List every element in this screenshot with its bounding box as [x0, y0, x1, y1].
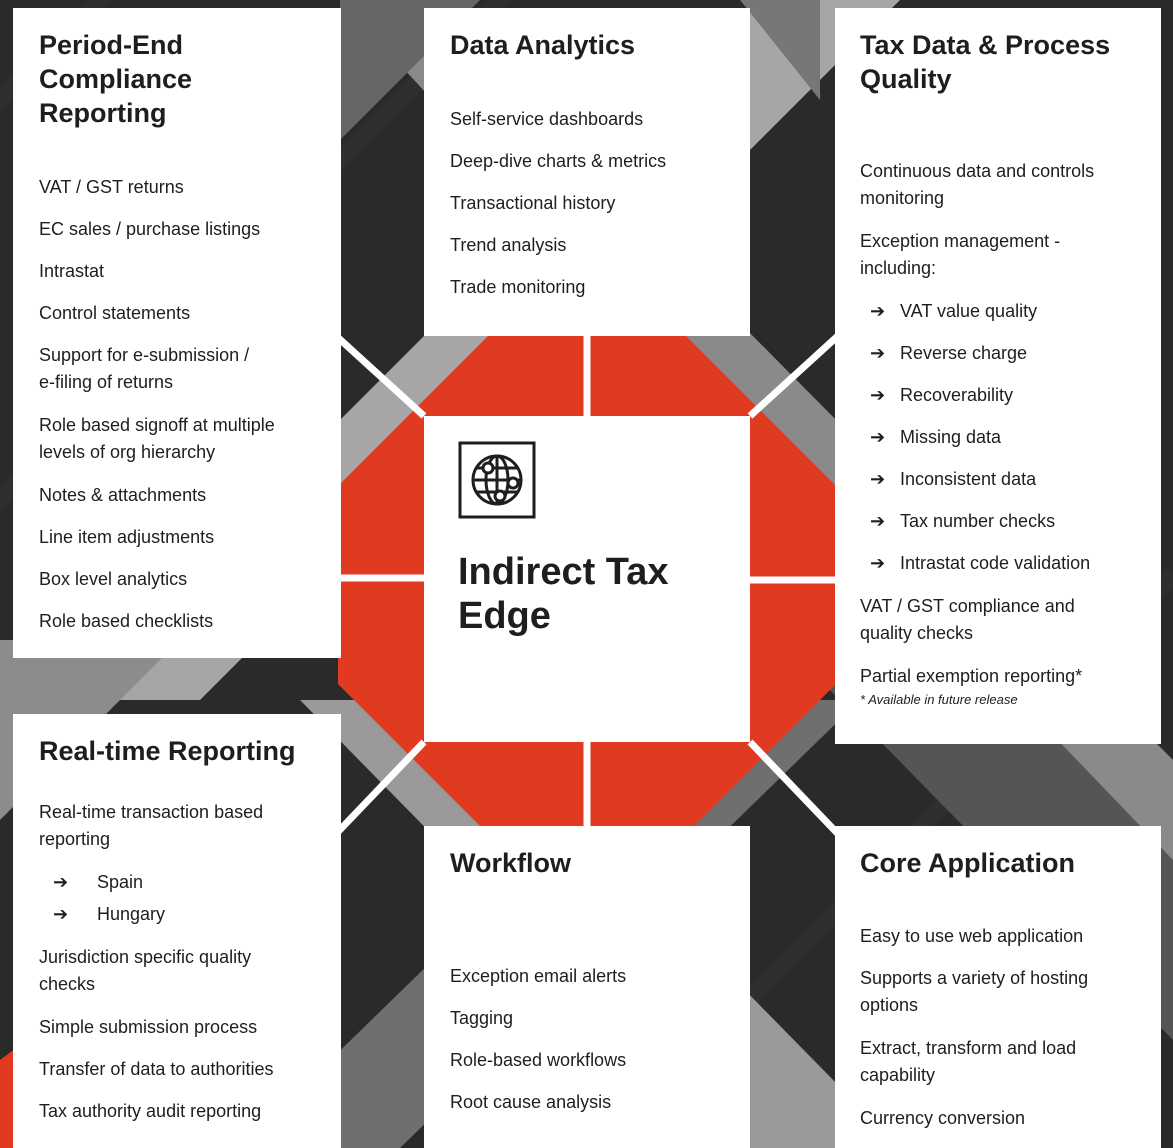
list-item: Extract, transform and load: [860, 1038, 1077, 1058]
list-item: Continuous data and controls: [860, 161, 1095, 181]
sub-item-label: Missing data: [900, 427, 1002, 447]
list-item: Transfer of data to authorities: [39, 1059, 274, 1079]
sub-item-label: Inconsistent data: [900, 469, 1037, 489]
list-item: options: [860, 995, 919, 1015]
sub-list-item: ➔ VAT value quality: [860, 299, 1037, 323]
sub-list-item: ➔ Missing data: [860, 425, 1001, 449]
list-item: capability: [860, 1065, 936, 1085]
list-item: Notes & attachments: [39, 485, 207, 505]
list-item: Trade monitoring: [450, 277, 586, 297]
list-item: quality checks: [860, 623, 974, 643]
core-app-title: Core Application: [860, 848, 1076, 878]
center-title: Indirect Tax Edge: [458, 550, 668, 638]
list-item: Deep-dive charts & metrics: [450, 151, 667, 171]
list-item: Role based checklists: [39, 611, 214, 631]
realtime-title: Real-time Reporting: [39, 736, 296, 766]
arrow-icon: ➔: [870, 511, 886, 531]
list-item: including:: [860, 258, 937, 278]
arrow-icon: ➔: [53, 904, 69, 924]
arrow-icon: ➔: [870, 343, 886, 363]
list-item: Exception management -: [860, 231, 1061, 251]
arrow-icon: ➔: [870, 301, 886, 321]
arrow-icon: ➔: [53, 872, 69, 892]
list-item: Supports a variety of hosting: [860, 968, 1089, 988]
sub-item-label: Spain: [97, 872, 144, 892]
period-end-title-line: Compliance: [39, 64, 193, 94]
list-item: Transactional history: [450, 193, 616, 213]
sub-list-item: ➔ Intrastat code validation: [860, 551, 1090, 575]
future-release-note: * Available in future release: [860, 692, 1018, 707]
list-item: levels of org hierarchy: [39, 442, 216, 462]
arrow-icon: ➔: [870, 469, 886, 489]
sub-list-item: ➔ Reverse charge: [860, 341, 1027, 365]
sub-list-item: ➔ Spain: [39, 870, 143, 894]
arrow-icon: ➔: [870, 385, 886, 405]
list-item: Jurisdiction specific quality: [39, 947, 252, 967]
period-end-title: Period-End Compliance Reporting: [39, 28, 192, 130]
list-item: Role based signoff at multiple: [39, 415, 275, 435]
center-card: Indirect Tax Edge: [424, 416, 750, 742]
tax-quality-title-line: Quality: [860, 64, 952, 94]
tax-quality-title: Tax Data & Process Quality: [860, 28, 1110, 96]
realtime-card: Real-time Reporting Real-time transactio…: [13, 714, 341, 1148]
sub-item-label: Recoverability: [900, 385, 1014, 405]
tax-quality-title-line: Tax Data & Process: [860, 30, 1111, 60]
core-app-card: Core Application Easy to use web applica…: [835, 826, 1161, 1148]
workflow-title: Workflow: [450, 848, 571, 878]
list-item: EC sales / purchase listings: [39, 219, 261, 239]
list-item: Exception email alerts: [450, 966, 627, 986]
data-analytics-title: Data Analytics: [450, 30, 636, 60]
list-item: Easy to use web application: [860, 926, 1084, 946]
arrow-icon: ➔: [870, 427, 886, 447]
sub-item-label: Reverse charge: [900, 343, 1028, 363]
list-item: Tax authority audit reporting: [39, 1101, 262, 1121]
tax-quality-card: Tax Data & Process Quality Continuous da…: [835, 8, 1161, 744]
list-item: e-filing of returns: [39, 372, 174, 392]
list-item: Partial exemption reporting*: [860, 666, 1083, 686]
list-item: Tagging: [450, 1008, 514, 1028]
list-item: Currency conversion: [860, 1108, 1026, 1128]
sub-item-label: VAT value quality: [900, 301, 1038, 321]
sub-list-item: ➔ Hungary: [39, 902, 165, 926]
list-item: Line item adjustments: [39, 527, 215, 547]
list-item: Real-time transaction based: [39, 802, 264, 822]
list-item: VAT / GST returns: [39, 177, 184, 197]
sub-item-label: Hungary: [97, 904, 166, 924]
sub-list-item: ➔ Tax number checks: [860, 509, 1055, 533]
list-item: Role-based workflows: [450, 1050, 627, 1070]
sub-item-label: Intrastat code validation: [900, 553, 1091, 573]
list-item: Self-service dashboards: [450, 109, 644, 129]
arrow-icon: ➔: [870, 553, 886, 573]
sub-list-item: ➔ Inconsistent data: [860, 467, 1036, 491]
list-item: Box level analytics: [39, 569, 188, 589]
list-item: Trend analysis: [450, 235, 567, 255]
list-item: Simple submission process: [39, 1017, 258, 1037]
list-item: monitoring: [860, 188, 945, 208]
period-end-card: Period-End Compliance Reporting VAT / GS…: [13, 8, 341, 658]
list-item: Support for e-submission /: [39, 345, 250, 365]
globe-network-icon: [458, 441, 536, 519]
list-item: Intrastat: [39, 261, 105, 281]
period-end-title-line: Period-End: [39, 30, 184, 60]
list-item: checks: [39, 974, 96, 994]
period-end-title-line: Reporting: [39, 98, 167, 128]
list-item: VAT / GST compliance and: [860, 596, 1075, 616]
data-analytics-card: Data Analytics Self-service dashboards D…: [424, 8, 750, 336]
list-item: Root cause analysis: [450, 1092, 612, 1112]
sub-list-item: ➔ Recoverability: [860, 383, 1013, 407]
list-item: Control statements: [39, 303, 191, 323]
sub-item-label: Tax number checks: [900, 511, 1056, 531]
workflow-card: Workflow Exception email alerts Tagging …: [424, 826, 750, 1148]
list-item: reporting: [39, 829, 111, 849]
center-title-line: Indirect Tax: [458, 551, 669, 593]
center-title-line: Edge: [458, 595, 551, 637]
